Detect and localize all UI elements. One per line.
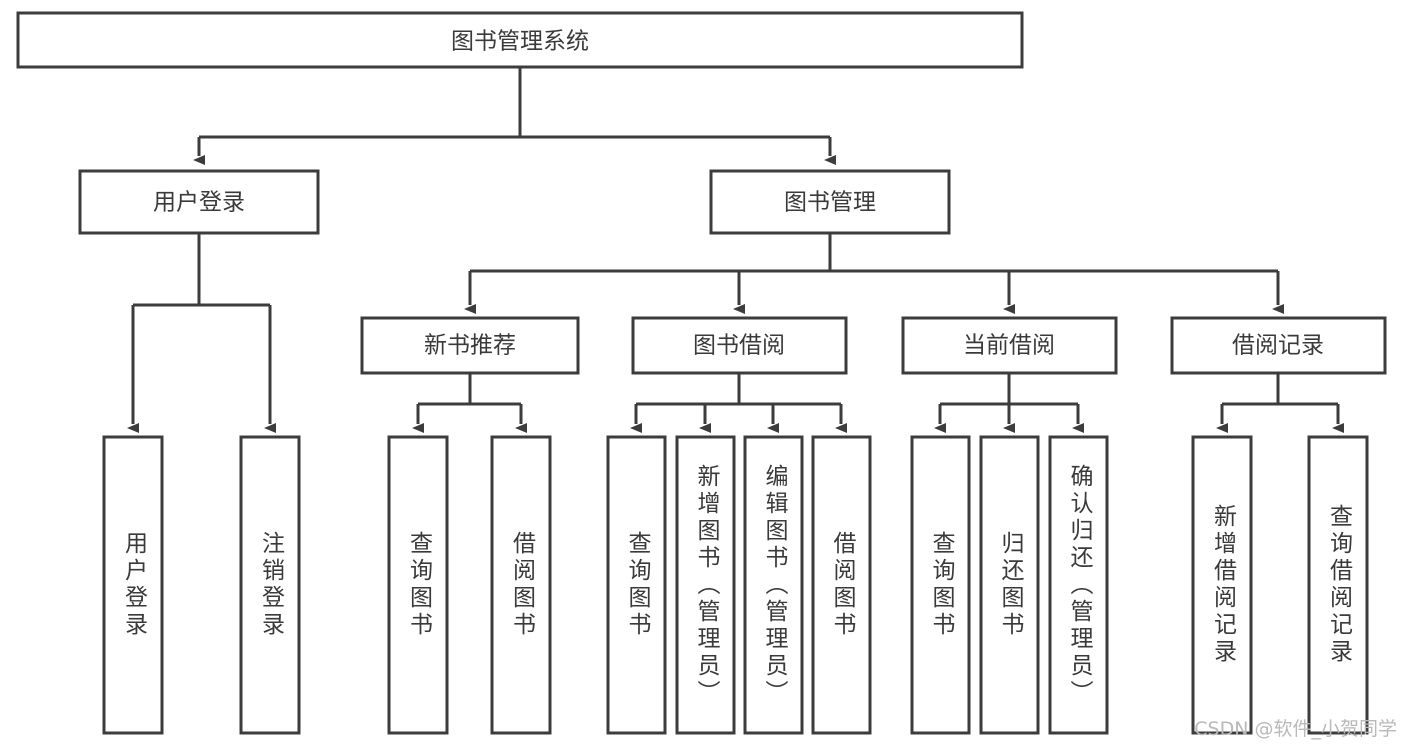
connector-group-current-borrow	[934, 373, 1084, 433]
connector-group-book-borrow	[630, 373, 847, 433]
node-borrow-record-box[interactable]	[1170, 316, 1387, 375]
node-current-borrow[interactable]: 当前借阅	[901, 316, 1118, 375]
node-leaf-query-book-2-box[interactable]	[606, 435, 667, 735]
node-book-management-box[interactable]	[709, 169, 951, 235]
node-leaf-user-login-box[interactable]	[102, 435, 164, 735]
node-book-management-label: 图书管理	[784, 190, 876, 216]
node-user-login-box[interactable]	[78, 169, 320, 235]
node-current-borrow-label: 当前借阅	[963, 333, 1055, 359]
node-leaf-add-book-box[interactable]	[675, 435, 736, 735]
node-borrow-record-label: 借阅记录	[1232, 333, 1324, 359]
node-borrow-record[interactable]: 借阅记录	[1170, 316, 1387, 375]
node-leaf-add-record-box[interactable]	[1191, 435, 1253, 735]
node-leaf-borrow-book-1-box[interactable]	[490, 435, 552, 735]
node-book-borrow-box[interactable]	[631, 316, 848, 375]
node-leaf-confirm-return-box[interactable]	[1048, 435, 1109, 735]
node-book-borrow-label: 图书借阅	[693, 333, 785, 359]
connector-group-new-book-recommend	[412, 373, 527, 433]
node-new-book-recommend-label: 新书推荐	[424, 333, 516, 359]
node-leaf-borrow-book-2-box[interactable]	[811, 435, 872, 735]
node-user-login-label: 用户登录	[153, 190, 245, 216]
node-current-borrow-box[interactable]	[901, 316, 1118, 375]
node-new-book-recommend[interactable]: 新书推荐	[360, 316, 580, 375]
connector-group-book-management	[464, 233, 1284, 314]
node-leaf-edit-book-box[interactable]	[743, 435, 804, 735]
connector-group-borrow-record	[1216, 373, 1344, 433]
node-root-box[interactable]	[16, 11, 1024, 69]
node-leaf-logout-login-box[interactable]	[239, 435, 301, 735]
node-root[interactable]: 图书管理系统	[16, 11, 1024, 69]
connector-group-root	[193, 67, 836, 165]
connector-group-user-login	[127, 233, 276, 433]
node-leaf-return-book-box[interactable]	[979, 435, 1040, 735]
node-book-borrow[interactable]: 图书借阅	[631, 316, 848, 375]
node-new-book-recommend-box[interactable]	[360, 316, 580, 375]
node-leaf-query-book-3-box[interactable]	[910, 435, 971, 735]
node-book-management[interactable]: 图书管理	[709, 169, 951, 235]
node-leaf-query-book-1-box[interactable]	[387, 435, 449, 735]
node-user-login[interactable]: 用户登录	[78, 169, 320, 235]
node-root-label: 图书管理系统	[451, 29, 589, 55]
node-leaf-query-record-box[interactable]	[1307, 435, 1369, 735]
